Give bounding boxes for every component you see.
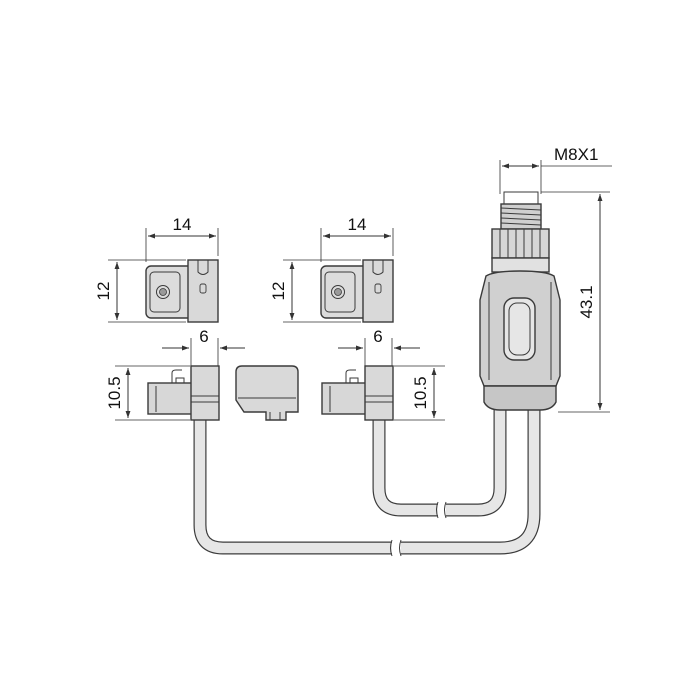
dim-overall-length: 43.1: [577, 285, 596, 318]
dim-height-right: 12: [269, 282, 288, 301]
dim-width-left: 14: [173, 215, 192, 234]
sensor-housing-cap: [235, 365, 299, 421]
sensor-right-side-view: 6 10.5: [321, 327, 445, 421]
sensor-right-top-view: 14 12: [269, 215, 394, 323]
dim-thickness-right: 6: [373, 327, 382, 346]
m8-connector: M8X1 43.1: [479, 145, 612, 413]
thread-section: [500, 203, 542, 230]
mounting-hole-icon: [156, 285, 170, 299]
mounting-hole-icon: [331, 285, 345, 299]
dim-width-right: 14: [348, 215, 367, 234]
sensor-left-side-view: 6 10.5: [105, 327, 245, 421]
dim-thickness-left: 6: [199, 327, 208, 346]
dim-side-height-right: 10.5: [411, 376, 430, 409]
cables: [193, 410, 541, 557]
cable-short: [372, 410, 507, 517]
dim-height-left: 12: [94, 282, 113, 301]
sensor-left-top-view: 14 12: [94, 215, 219, 323]
cable-long: [193, 410, 541, 555]
dim-side-height-left: 10.5: [105, 376, 124, 409]
dim-thread: M8X1: [554, 145, 598, 164]
